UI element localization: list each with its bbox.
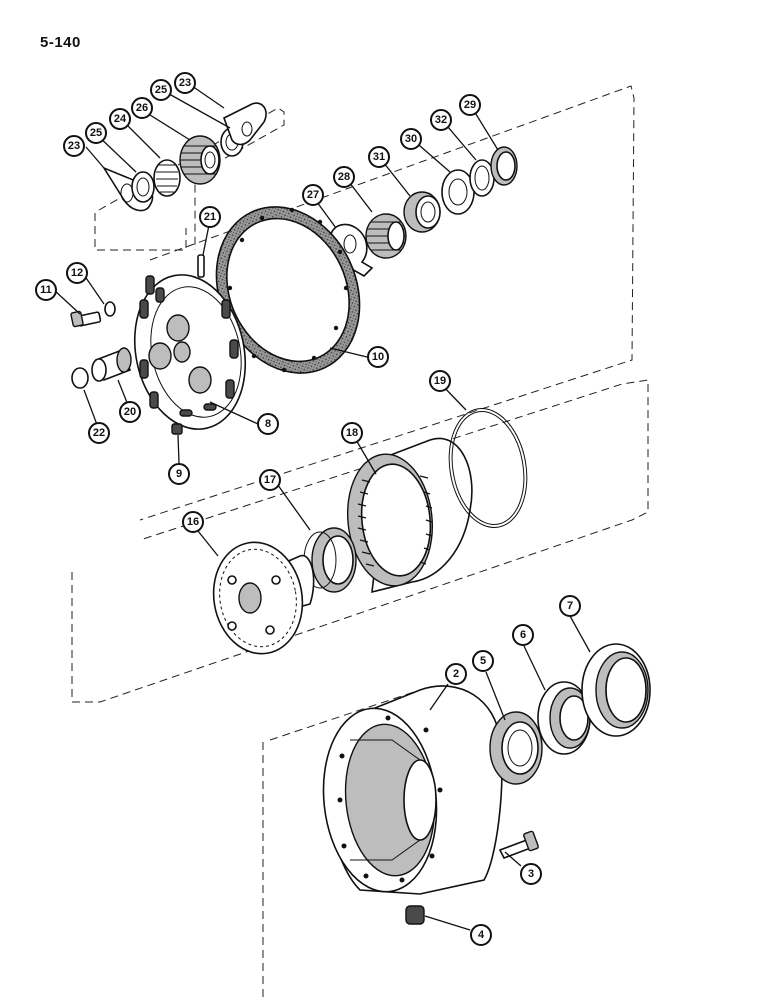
svg-text:23: 23 [179,77,191,89]
friction-disc-10 [215,206,361,374]
callout-leaders [53,85,591,931]
svg-text:27: 27 [307,189,319,201]
hub-31 [403,191,441,233]
snap-ring-22 [71,367,89,389]
callout-19: 19 [429,370,451,392]
bearing-17 [303,527,357,593]
callout-4: 4 [470,924,492,946]
callout-23-left: 23 [63,135,85,157]
callout-32: 32 [430,109,452,131]
svg-text:28: 28 [338,171,350,183]
svg-text:30: 30 [405,133,417,145]
svg-text:7: 7 [567,600,573,612]
callout-22: 22 [88,422,110,444]
svg-text:31: 31 [373,151,385,163]
callout-20: 20 [119,401,141,423]
planet-gear-26 [179,135,221,185]
svg-text:4: 4 [478,929,485,941]
callout-23-right: 23 [174,72,196,94]
svg-text:3: 3 [528,868,534,880]
planet-gear-cluster [102,102,267,212]
planet-shaft-20 [91,347,132,382]
seal-6 [537,681,591,755]
svg-text:19: 19 [434,375,446,387]
callout-26: 26 [131,97,153,119]
svg-text:23: 23 [68,140,80,152]
callout-25-left: 25 [85,122,107,144]
svg-text:8: 8 [265,418,271,430]
planet-carrier-8 [133,274,247,430]
carrier-gear-16 [212,541,315,655]
svg-text:20: 20 [124,406,136,418]
sun-gear-cluster [329,146,518,277]
callout-16: 16 [182,511,204,533]
svg-text:6: 6 [520,629,526,641]
svg-text:22: 22 [93,427,105,439]
svg-text:10: 10 [372,351,384,363]
callout-17: 17 [259,469,281,491]
callout-2: 2 [445,663,467,685]
callout-18: 18 [341,422,363,444]
set-screw-9 [171,423,183,435]
callout-6: 6 [512,624,534,646]
svg-text:24: 24 [114,113,127,125]
callout-27: 27 [302,184,324,206]
washer-30 [441,169,475,215]
lock-washer-12 [104,301,116,317]
washer-25-left [131,171,155,203]
callout-8: 8 [257,413,279,435]
svg-text:11: 11 [40,284,52,296]
bearing-5 [489,711,543,785]
retaining-ring-19 [448,408,528,528]
svg-text:26: 26 [136,102,148,114]
svg-text:18: 18 [346,427,358,439]
page-number: 5-140 [40,34,81,51]
callout-7: 7 [559,595,581,617]
callout-24: 24 [109,108,131,130]
svg-text:17: 17 [264,474,276,486]
needle-bearing-24 [153,159,181,197]
svg-text:5: 5 [480,655,486,667]
seal-sleeve-7 [581,643,651,737]
thrust-washer-23-right [223,102,267,146]
svg-text:2: 2 [453,668,459,680]
sun-gear-28 [365,213,407,259]
wheel-stud-3 [498,830,539,860]
svg-text:29: 29 [464,99,476,111]
callout-25-right: 25 [150,79,172,101]
callout-30: 30 [400,128,422,150]
svg-text:21: 21 [204,211,216,223]
svg-text:25: 25 [90,127,102,139]
callout-5: 5 [472,650,494,672]
wheel-nut-4 [405,905,425,925]
callout-10: 10 [367,346,389,368]
pin-21 [197,254,205,278]
callout-9: 9 [168,463,190,485]
svg-text:9: 9 [176,468,182,480]
callout-21: 21 [199,206,221,228]
svg-text:25: 25 [155,84,167,96]
callout-28: 28 [333,166,355,188]
svg-text:12: 12 [71,267,83,279]
callout-12: 12 [66,262,88,284]
callout-3: 3 [520,863,542,885]
wheel-hub-housing-2 [322,685,503,895]
svg-text:16: 16 [187,516,199,528]
callout-31: 31 [368,146,390,168]
callout-29: 29 [459,94,481,116]
svg-text:32: 32 [435,114,447,126]
bolt-11 [70,310,102,328]
callout-11: 11 [35,279,57,301]
